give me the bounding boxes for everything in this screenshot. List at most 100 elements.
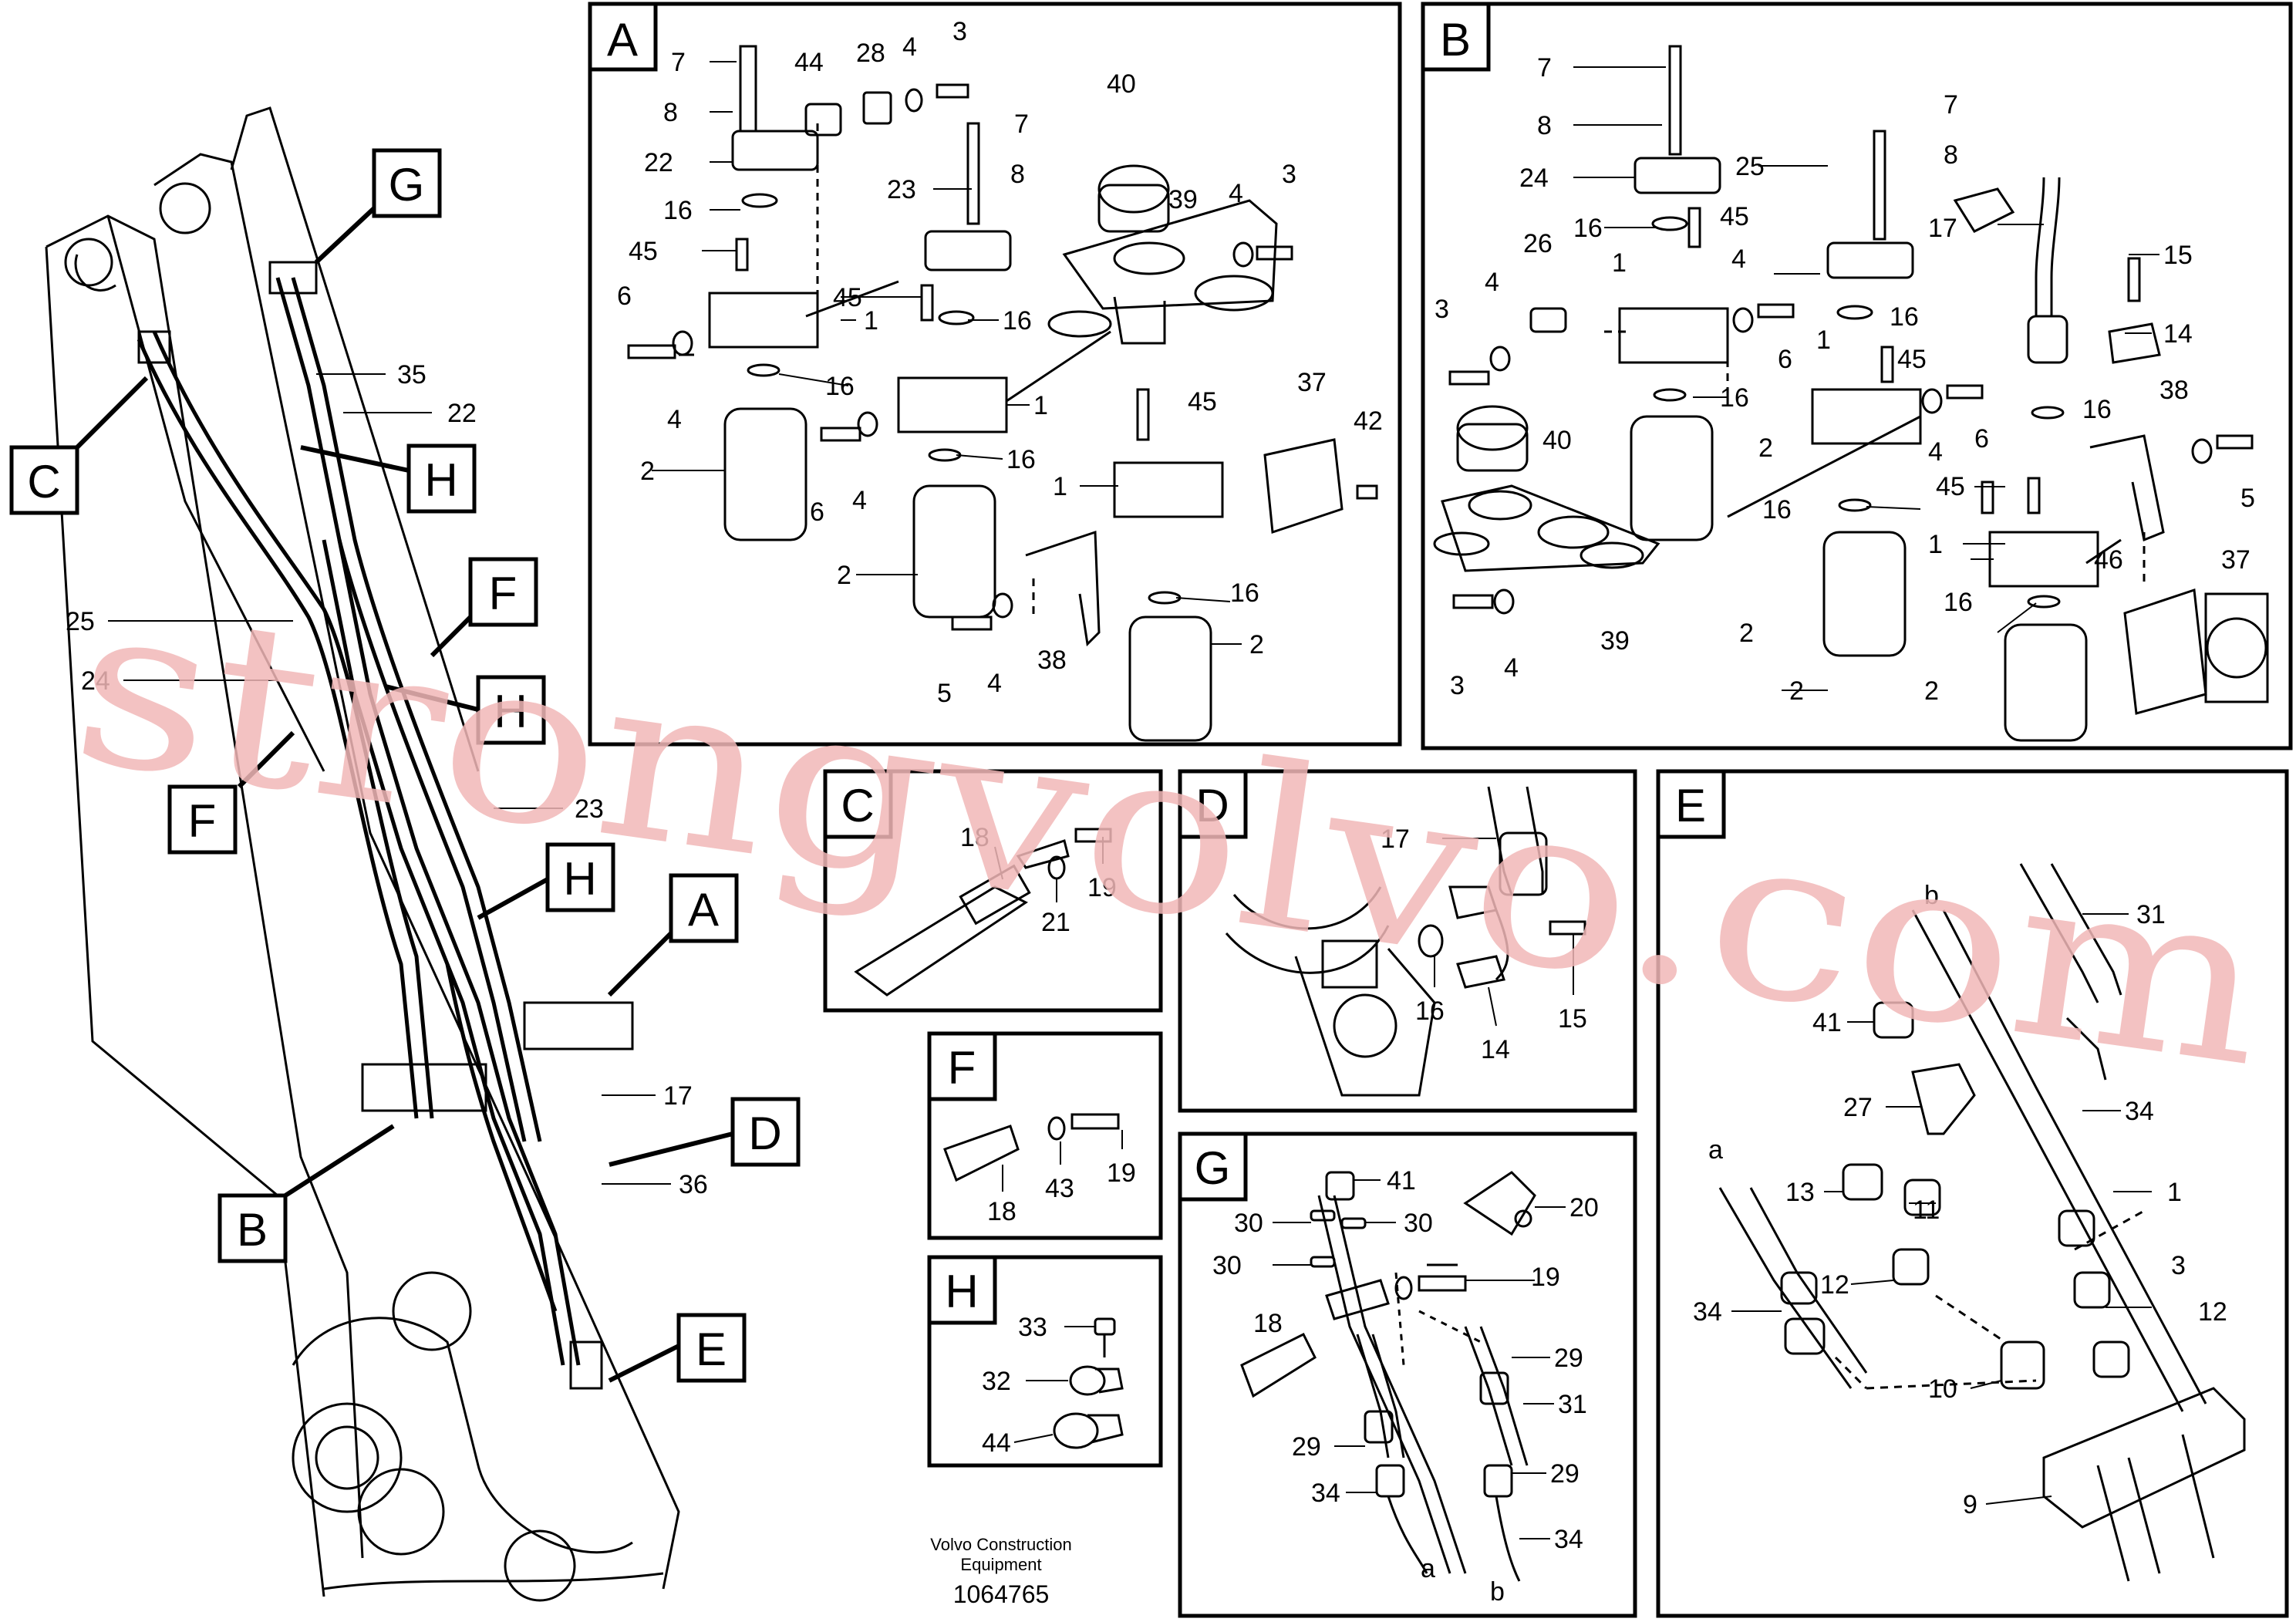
svg-text:E: E [1675,780,1706,831]
svg-text:3: 3 [1450,671,1465,700]
svg-text:42: 42 [1354,406,1383,436]
svg-text:24: 24 [1519,164,1549,193]
svg-text:23: 23 [887,175,916,204]
overview-callouts: G C H F H F H [9,148,801,1383]
svg-text:F: F [188,795,217,847]
callout-b: B [217,1124,395,1263]
panel-b: B [1421,2,2293,750]
svg-text:30: 30 [1212,1251,1242,1280]
svg-text:13: 13 [1785,1178,1815,1207]
company-line-2: Equipment [960,1555,1041,1574]
footer: Volvo Construction Equipment 1064765 [930,1535,1071,1608]
svg-text:1: 1 [1928,530,1943,559]
svg-text:1: 1 [1816,325,1831,355]
svg-text:16: 16 [663,196,693,225]
svg-text:7: 7 [1537,53,1552,83]
svg-text:3: 3 [1435,295,1449,324]
svg-text:a: a [1421,1554,1435,1583]
svg-text:2: 2 [1249,630,1264,659]
svg-text:37: 37 [1297,368,1327,397]
svg-text:H: H [494,686,527,737]
svg-text:2: 2 [837,561,851,590]
svg-text:25: 25 [66,607,95,636]
svg-text:41: 41 [1812,1008,1842,1037]
panel-c: C 18 19 21 [823,769,1163,1013]
panel-e-labels: b 31 41 27 34 a 13 11 1 3 34 12 12 10 9 [1693,881,2227,1519]
svg-text:2: 2 [640,457,655,486]
svg-text:6: 6 [810,497,824,527]
svg-text:34: 34 [1693,1297,1722,1327]
svg-text:4: 4 [1731,244,1746,274]
svg-text:4: 4 [852,486,867,515]
svg-text:14: 14 [2163,319,2193,349]
svg-text:D: D [748,1108,781,1159]
svg-text:16: 16 [1003,306,1032,336]
svg-text:40: 40 [1107,69,1136,99]
svg-text:19: 19 [1087,873,1117,902]
svg-text:15: 15 [2163,241,2193,270]
svg-text:25: 25 [1735,152,1765,181]
callout-h-mid: H [385,675,546,745]
panel-d: D 17 16 14 15 [1178,769,1637,1113]
svg-text:33: 33 [1018,1313,1047,1342]
svg-text:46: 46 [2094,545,2123,575]
svg-text:22: 22 [644,148,673,177]
svg-text:12: 12 [2198,1297,2227,1327]
svg-text:45: 45 [1936,472,1965,501]
svg-text:29: 29 [1554,1344,1583,1373]
callout-g: G [314,148,442,265]
svg-text:28: 28 [856,39,885,68]
svg-text:F: F [948,1042,976,1094]
callout-d: D [609,1097,801,1167]
svg-text:31: 31 [2136,900,2166,929]
panel-f: F 18 43 19 [927,1031,1163,1240]
svg-text:44: 44 [982,1428,1011,1458]
svg-text:b: b [1490,1577,1505,1607]
svg-text:1: 1 [864,306,878,336]
svg-text:23: 23 [575,794,604,824]
svg-text:7: 7 [1944,90,1958,120]
svg-text:16: 16 [1762,495,1792,524]
svg-text:18: 18 [987,1197,1017,1226]
svg-text:G: G [1195,1142,1231,1194]
svg-text:17: 17 [1928,214,1957,243]
svg-text:45: 45 [833,283,862,312]
svg-text:31: 31 [1558,1390,1587,1419]
svg-text:38: 38 [2159,376,2189,405]
svg-text:45: 45 [1720,202,1749,231]
callout-h-top: H [300,443,477,514]
callout-f-left: F [167,730,295,855]
svg-text:6: 6 [1974,424,1989,454]
svg-text:16: 16 [1006,445,1036,474]
svg-text:1: 1 [1033,391,1048,420]
svg-text:45: 45 [1897,345,1927,374]
callout-f-top: F [430,557,538,658]
svg-text:34: 34 [2125,1097,2154,1126]
svg-text:C: C [27,456,60,508]
company-line-1: Volvo Construction [930,1535,1071,1554]
panel-a: A [588,2,1402,747]
svg-text:45: 45 [1188,387,1217,416]
svg-text:6: 6 [617,282,632,311]
svg-text:11: 11 [1913,1195,1940,1225]
svg-text:8: 8 [1010,160,1025,189]
svg-text:27: 27 [1843,1093,1873,1122]
svg-text:4: 4 [1504,653,1519,683]
svg-text:32: 32 [982,1367,1011,1396]
svg-text:16: 16 [2082,395,2112,424]
svg-text:1: 1 [2167,1178,2182,1207]
callout-c: C [9,376,149,515]
svg-text:3: 3 [1282,160,1296,189]
svg-text:A: A [688,884,719,936]
part-number: 1064765 [953,1580,1050,1608]
svg-text:29: 29 [1292,1432,1321,1462]
svg-text:E: E [696,1324,727,1375]
svg-text:B: B [237,1204,268,1256]
svg-text:3: 3 [952,17,967,46]
svg-text:12: 12 [1820,1270,1849,1300]
svg-text:5: 5 [937,679,952,708]
svg-text:3: 3 [2171,1251,2186,1280]
svg-text:36: 36 [679,1170,708,1199]
svg-text:8: 8 [663,98,678,127]
svg-text:20: 20 [1569,1193,1599,1222]
